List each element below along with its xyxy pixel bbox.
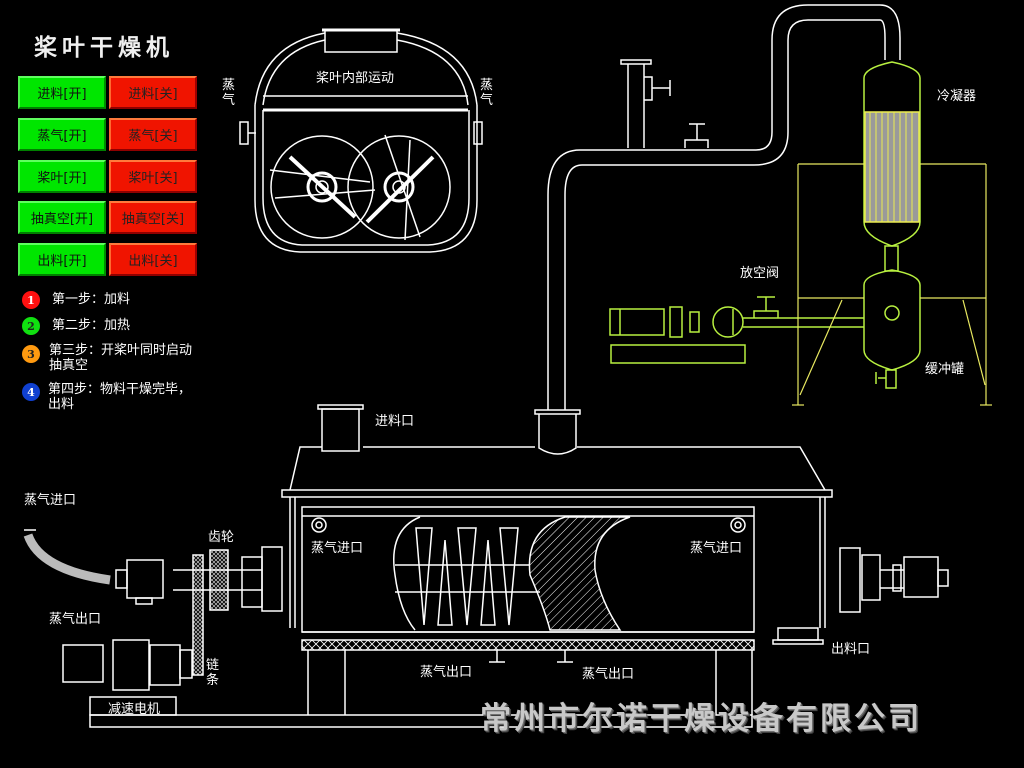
paddle-off-button[interactable]: 桨叶[关] [109, 160, 197, 193]
steam-right-label: 蒸气 [480, 78, 494, 108]
vacuum-pipe [534, 4, 901, 455]
step-number-badge: 2 [22, 317, 40, 335]
step-number-badge: 3 [22, 345, 40, 363]
buffer-tank [863, 269, 921, 371]
step-text: 第二步：加热 [52, 318, 131, 333]
feed-inlet-label: 进料口 [375, 414, 415, 429]
paddle-dryer [23, 404, 949, 728]
steam-off-button[interactable]: 蒸气[关] [109, 118, 197, 151]
vacuum-off-button[interactable]: 抽真空[关] [109, 201, 197, 234]
support-frame [792, 163, 992, 406]
steam-inlet-left-label: 蒸气进口 [311, 541, 364, 556]
step-1: 1 第一步：加料 [22, 291, 130, 309]
feed-off-button[interactable]: 进料[关] [109, 76, 197, 109]
paddle-motion-label: 桨叶内部运动 [316, 71, 395, 86]
page-title: 桨叶干燥机 [34, 35, 174, 61]
paddle-on-button[interactable]: 桨叶[开] [18, 160, 106, 193]
step-4: 4 第四步：物料干燥完毕，出料 [22, 382, 196, 412]
step-number-badge: 4 [22, 383, 40, 401]
step-text: 第三步：开桨叶同时启动抽真空 [49, 343, 193, 373]
chain-label: 链条 [206, 658, 220, 688]
discharge-outlet-label: 出料口 [831, 642, 871, 657]
vacuum-on-button[interactable]: 抽真空[开] [18, 201, 106, 234]
condenser [609, 61, 921, 389]
steam-outlet-2-label: 蒸气出口 [582, 667, 635, 682]
discharge-on-button[interactable]: 出料[开] [18, 243, 106, 276]
steam-left-label: 蒸气 [222, 78, 236, 108]
buffer-tank-label: 缓冲罐 [925, 362, 965, 377]
steam-outlet-1-label: 蒸气出口 [420, 665, 473, 680]
vent-valve-label: 放空阀 [740, 266, 780, 281]
step-text: 第四步：物料干燥完毕，出料 [48, 382, 192, 412]
feed-on-button[interactable]: 进料[开] [18, 76, 106, 109]
paddle-cross-section [239, 28, 483, 253]
step-2: 2 第二步：加热 [22, 317, 130, 335]
steam-on-button[interactable]: 蒸气[开] [18, 118, 106, 151]
steam-inlet-right-label: 蒸气进口 [690, 541, 743, 556]
top-nozzle [324, 29, 398, 53]
reducer-motor-label: 减速电机 [108, 702, 161, 717]
discharge-off-button[interactable]: 出料[关] [109, 243, 197, 276]
step-3: 3 第三步：开桨叶同时启动抽真空 [22, 343, 194, 373]
gear-label: 齿轮 [208, 530, 235, 545]
steam-outlet-left-label: 蒸气出口 [49, 612, 102, 627]
step-text: 第一步：加料 [52, 292, 131, 307]
condenser-label: 冷凝器 [937, 89, 977, 104]
company-name: 常州市尔诺干燥设备有限公司 [480, 701, 922, 737]
step-number-badge: 1 [22, 291, 40, 309]
steam-inlet-outer-label: 蒸气进口 [24, 493, 77, 508]
